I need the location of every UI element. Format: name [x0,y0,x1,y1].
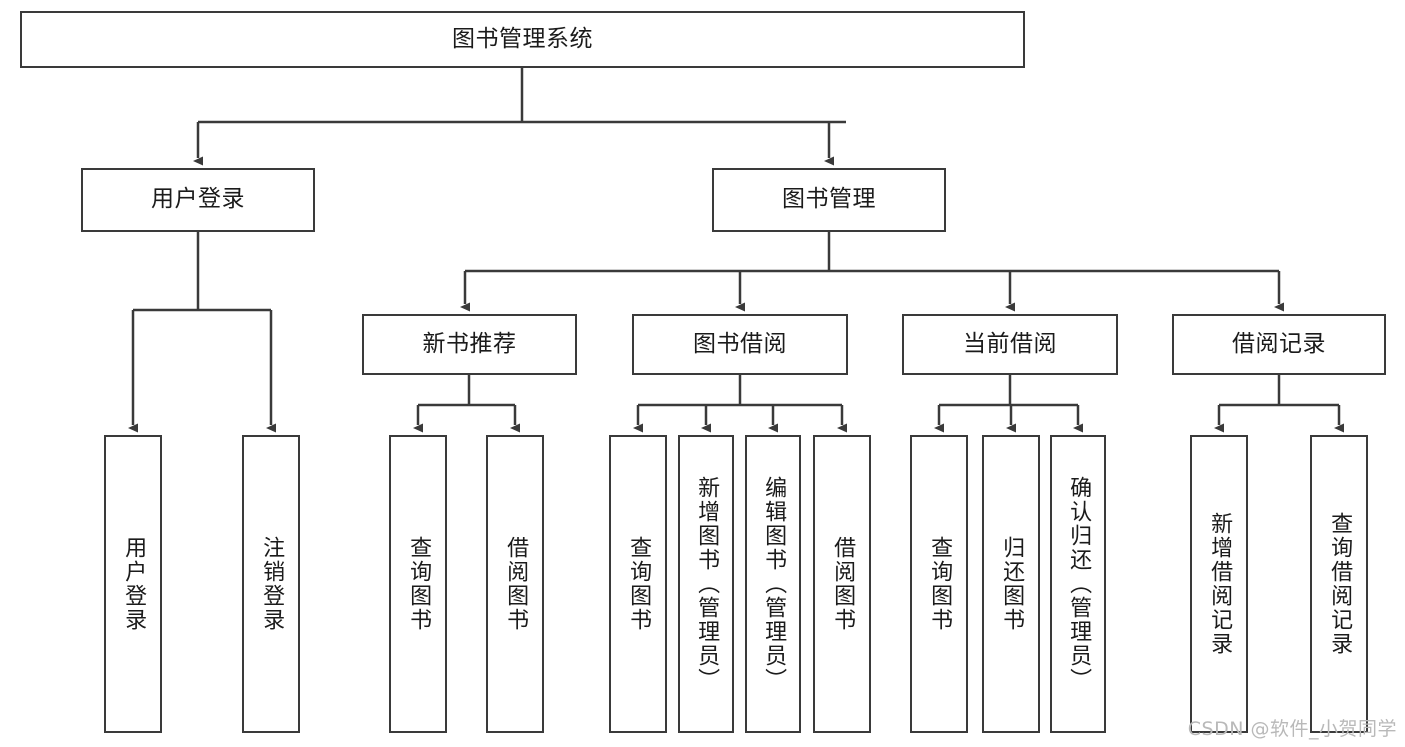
node-label: 新书推荐 [422,330,517,357]
node-label: 归还图书 [999,536,1025,632]
node-leaf-confirm-return-admin[interactable]: 确认归还（管理员） [1050,435,1106,733]
node-label: 借阅记录 [1232,330,1326,357]
connector-current-borrow-to-leaves [934,375,1083,433]
connector-borrow-record-to-leaves [1214,375,1344,433]
node-label: 图书借阅 [693,330,787,357]
node-label: 注销登录 [259,536,285,632]
node-leaf-logout-login[interactable]: 注销登录 [242,435,300,733]
node-label: 新增借阅记录 [1207,512,1233,656]
node-label: 借阅图书 [830,536,856,632]
node-book-management[interactable]: 图书管理 [712,168,946,232]
node-label: 查询图书 [406,536,432,632]
connector-user-login-to-leaves [128,232,276,433]
node-leaf-borrow-book-2[interactable]: 借阅图书 [813,435,871,733]
node-leaf-borrow-book-1[interactable]: 借阅图书 [486,435,544,733]
node-leaf-return-book[interactable]: 归还图书 [982,435,1040,733]
node-leaf-add-book-admin[interactable]: 新增图书（管理员） [678,435,734,733]
node-label: 用户登录 [151,186,245,213]
node-leaf-add-borrow-record[interactable]: 新增借阅记录 [1190,435,1248,733]
node-label: 查询图书 [927,536,953,632]
node-leaf-query-book-2[interactable]: 查询图书 [609,435,667,733]
node-book-borrow[interactable]: 图书借阅 [632,314,848,375]
node-label: 确认归还（管理员） [1066,476,1092,692]
node-leaf-query-book-1[interactable]: 查询图书 [389,435,447,733]
node-leaf-query-book-3[interactable]: 查询图书 [910,435,968,733]
node-book-management-system[interactable]: 图书管理系统 [20,11,1025,68]
node-new-book-recommend[interactable]: 新书推荐 [362,314,577,375]
node-label: 查询借阅记录 [1327,512,1353,656]
node-label: 查询图书 [626,536,652,632]
connector-new-book-recommend-to-leaves [413,375,520,433]
node-label: 图书管理系统 [452,25,593,52]
node-leaf-query-borrow-record[interactable]: 查询借阅记录 [1310,435,1368,733]
node-label: 用户登录 [121,536,147,632]
node-leaf-user-login[interactable]: 用户登录 [104,435,162,733]
connector-book-management-to-level3 [460,232,1284,312]
node-label: 当前借阅 [963,330,1057,357]
node-current-borrow[interactable]: 当前借阅 [902,314,1118,375]
node-label: 编辑图书（管理员） [761,476,787,692]
node-borrow-record[interactable]: 借阅记录 [1172,314,1386,375]
node-user-login[interactable]: 用户登录 [81,168,315,232]
connector-book-borrow-to-leaves [633,375,847,433]
node-label: 新增图书（管理员） [694,476,720,692]
node-label: 借阅图书 [503,536,529,632]
node-label: 图书管理 [782,186,876,213]
connector-root-to-level2 [193,68,846,166]
node-leaf-edit-book-admin[interactable]: 编辑图书（管理员） [745,435,801,733]
